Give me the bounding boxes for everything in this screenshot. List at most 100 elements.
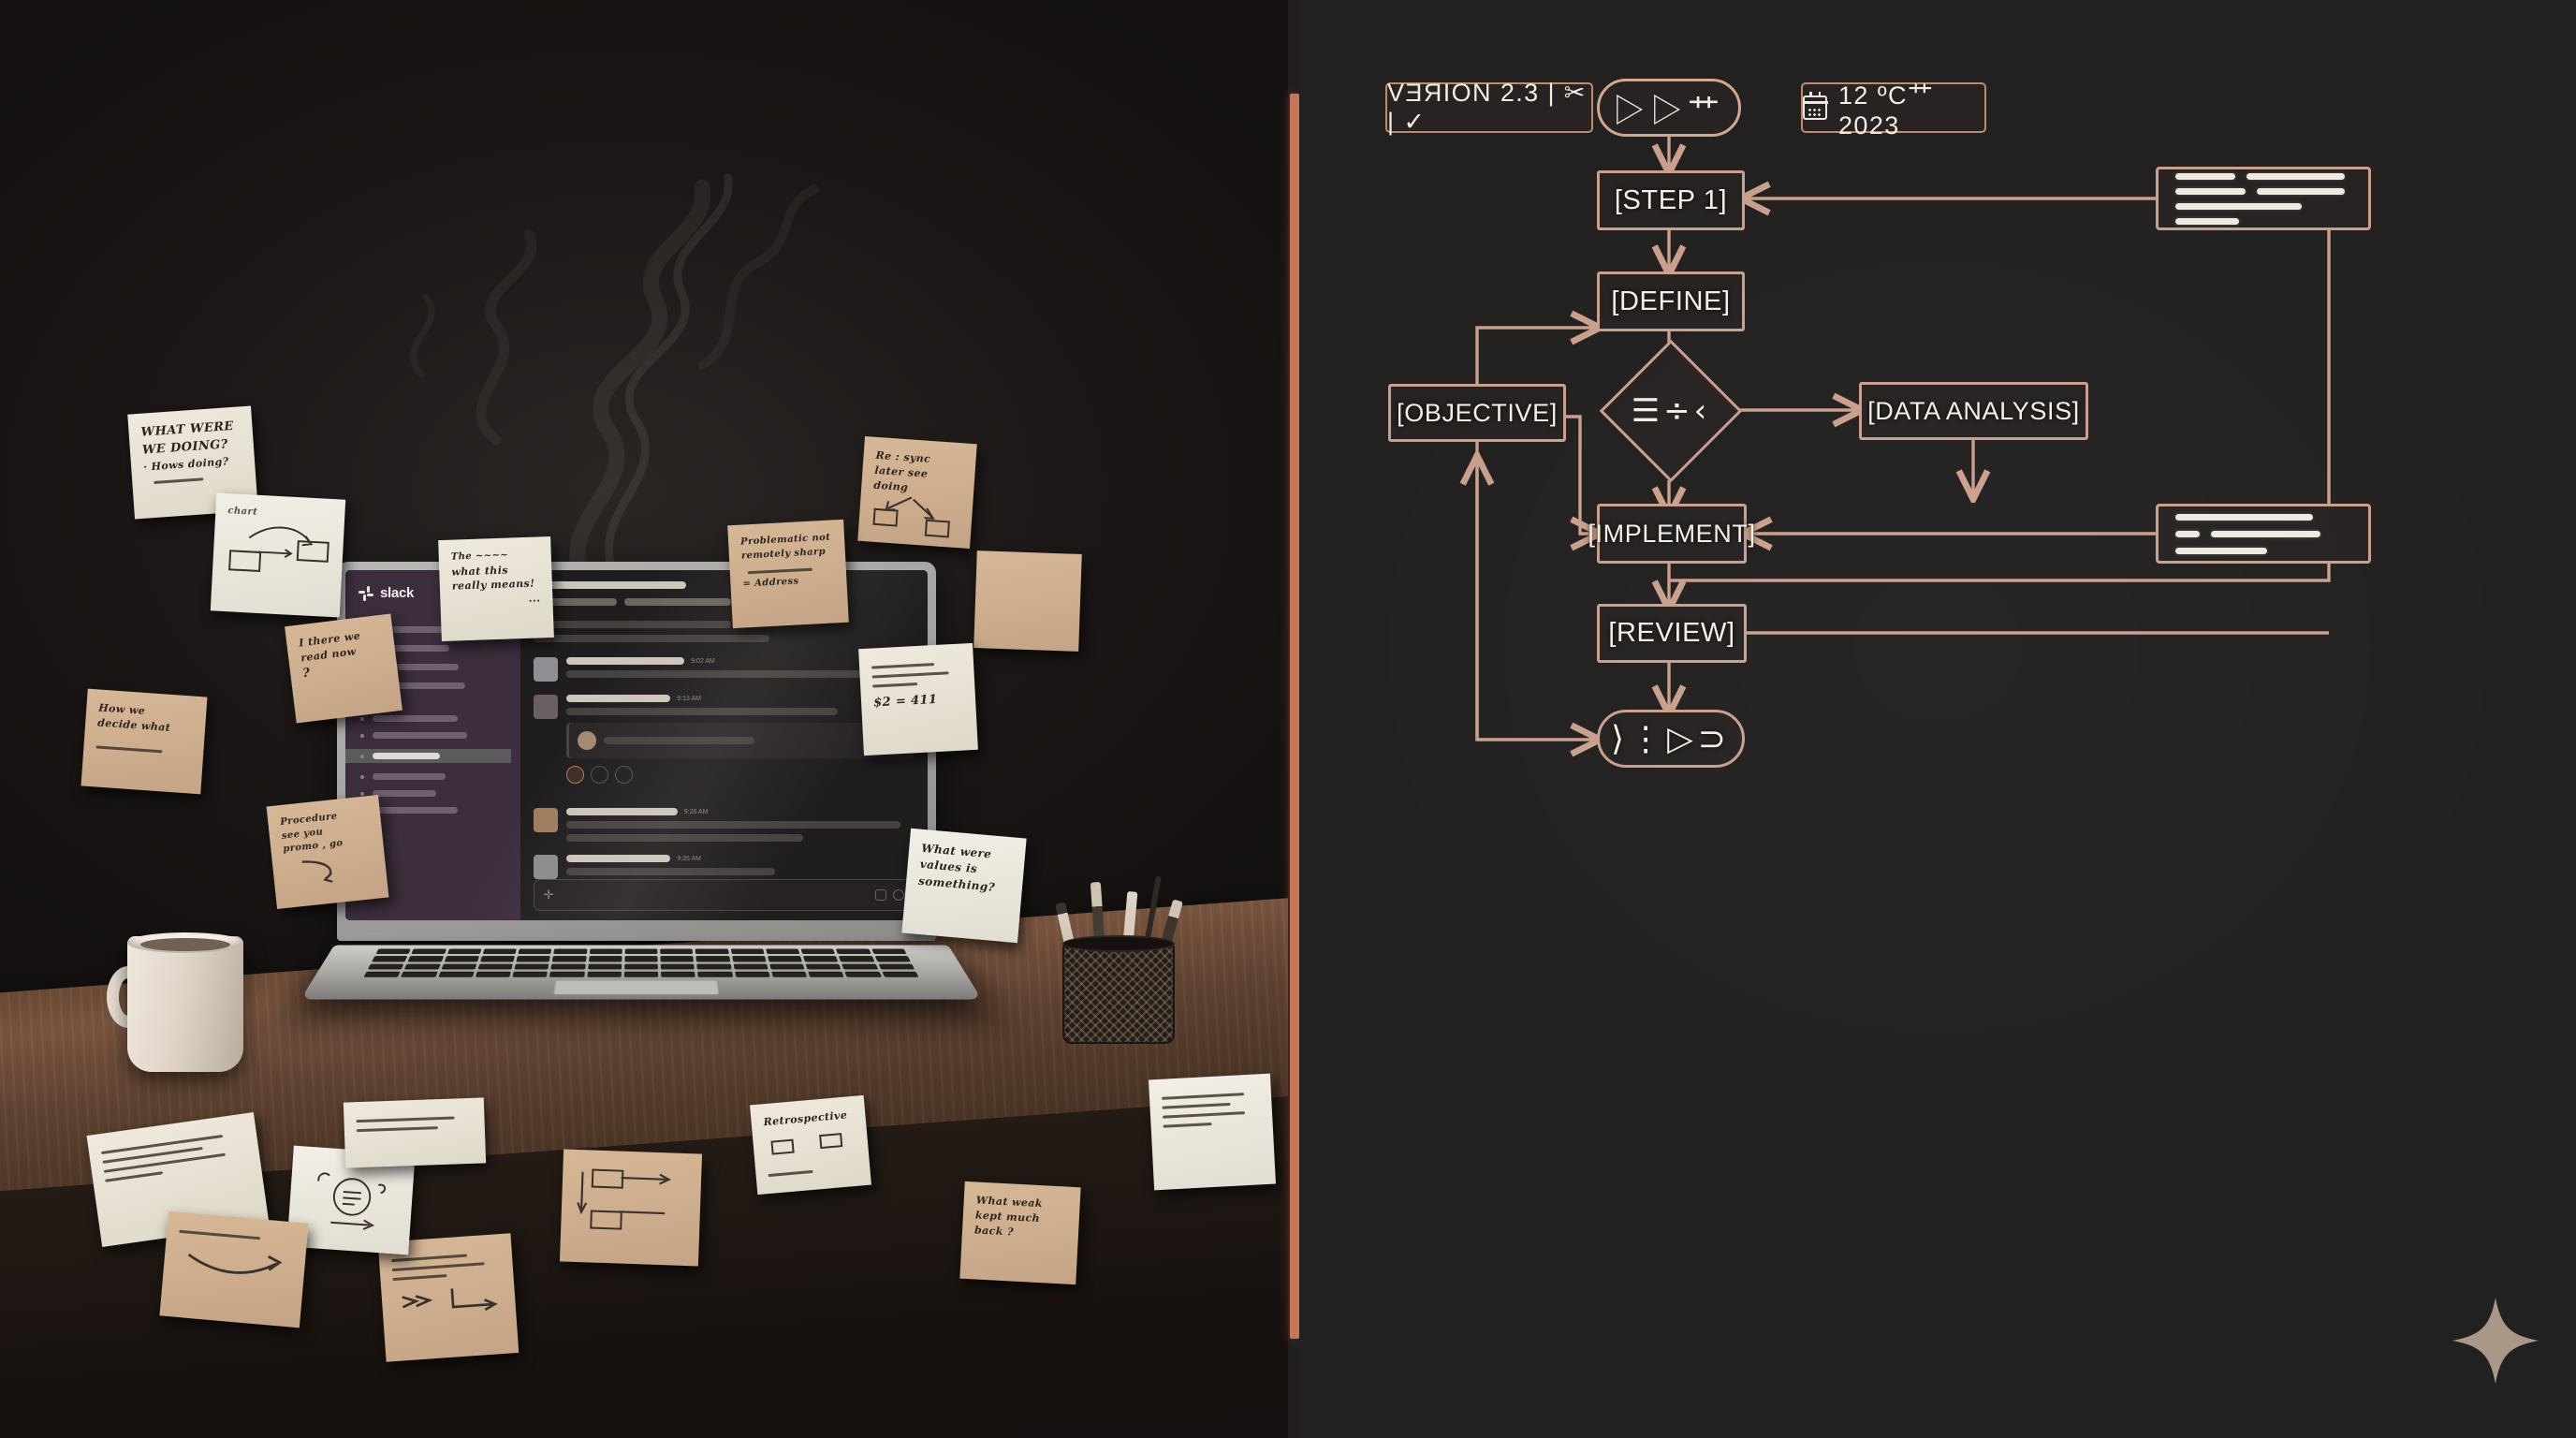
sparkle-icon xyxy=(2451,1296,2540,1386)
flowchart-connectors xyxy=(1299,131,2331,1438)
sticky-note: I there we read now ? xyxy=(285,613,402,724)
message-row: 9:35 AM xyxy=(533,855,915,879)
channel-meta xyxy=(533,598,915,606)
note-arrow-sketch xyxy=(577,1171,672,1215)
reaction-bar[interactable] xyxy=(565,766,915,784)
sticky-note: Re : sync later see doing xyxy=(857,435,977,550)
slack-logo: slack xyxy=(359,585,511,601)
trackpad xyxy=(552,979,720,995)
desk-photo-panel: slack xyxy=(0,0,1288,1438)
avatar xyxy=(533,808,558,832)
sticky-note: $2 = 411 xyxy=(858,642,978,756)
node-review[interactable]: [REVIEW] xyxy=(1597,604,1747,663)
note-line: $2 = 411 xyxy=(872,692,938,711)
mug-opening xyxy=(140,938,230,951)
sticky-note: Procedure see you promo , go xyxy=(266,795,389,909)
node-data-analysis[interactable]: [DATA ANALYSIS] xyxy=(1859,382,2088,440)
node-objective-label: [OBJECTIVE] xyxy=(1397,398,1558,427)
node-data-analysis-label: [DATA ANALYSIS] xyxy=(1867,396,2080,425)
date-chip-label: 12 ºC艹 2023 xyxy=(1838,81,1935,139)
node-decision[interactable]: ☰÷‹ xyxy=(1599,339,1743,483)
laptop: slack xyxy=(300,562,982,1049)
send-icon[interactable] xyxy=(893,889,904,901)
sticky-note xyxy=(1149,1073,1276,1191)
node-implement-label: [IMPLEMENT] xyxy=(1588,519,1756,548)
node-objective[interactable]: [OBJECTIVE] xyxy=(1388,384,1566,442)
channel-item[interactable] xyxy=(359,732,511,739)
note-line xyxy=(2175,172,2351,180)
channel-item-selected[interactable] xyxy=(345,749,511,763)
add-attachment-icon[interactable]: ✛ xyxy=(543,888,554,902)
note-line xyxy=(2175,513,2351,521)
pen-cup xyxy=(1055,875,1183,1044)
node-implement[interactable]: [IMPLEMENT] xyxy=(1588,504,1755,564)
sticky-note xyxy=(159,1211,309,1328)
avatar xyxy=(533,657,558,682)
emoji-icon[interactable] xyxy=(875,889,886,901)
version-chip-label: VƎЯIΟN 2.3 | ✂ | ✓ xyxy=(1387,79,1587,136)
channel-item[interactable] xyxy=(359,715,511,722)
version-chip[interactable]: VƎЯIΟN 2.3 | ✂ | ✓ xyxy=(1385,79,1593,136)
reaction-chip[interactable] xyxy=(614,766,633,784)
note-arrow-sketch xyxy=(301,859,333,883)
slack-logo-icon xyxy=(359,585,373,601)
slack-logo-label: slack xyxy=(380,585,415,601)
node-decision-label: ☰÷‹ xyxy=(1631,392,1711,430)
channel-item[interactable] xyxy=(359,773,511,780)
message-attachment[interactable] xyxy=(565,723,915,758)
note-line xyxy=(2175,202,2351,210)
reaction-chip[interactable] xyxy=(565,766,584,784)
date-chip[interactable]: 12 ºC艹 2023 xyxy=(1801,81,1986,139)
node-end-terminator[interactable]: ⟩⋮▷⊃ xyxy=(1597,710,1745,768)
note-line xyxy=(2175,547,2351,554)
channel-item[interactable] xyxy=(359,790,511,797)
sticky-note xyxy=(286,1145,416,1255)
channel-dot-icon xyxy=(360,774,364,779)
node-step-1-label: [STEP 1] xyxy=(1614,184,1728,215)
panel-divider xyxy=(1290,94,1299,1339)
pen-cup-mesh xyxy=(1062,943,1175,1044)
note-line: = Address xyxy=(742,576,799,590)
avatar xyxy=(533,855,558,879)
channel-dot-icon xyxy=(360,716,364,721)
sticky-note: What weak kept much back ? xyxy=(959,1181,1081,1285)
calendar-icon xyxy=(1802,92,1828,120)
coffee-mug xyxy=(107,932,260,1077)
channel-dot-icon xyxy=(360,733,364,738)
slack-message-pane[interactable]: 9:02 AM 9:13 AM xyxy=(520,570,928,920)
message-composer[interactable]: ✛ xyxy=(533,879,915,911)
note-box-top-right[interactable] xyxy=(2156,167,2371,230)
sticky-note: Retrospective xyxy=(750,1094,871,1196)
reaction-chip[interactable] xyxy=(590,766,608,784)
node-step-1[interactable]: [STEP 1] xyxy=(1597,170,1745,230)
sticky-note: The ~~~~ what this really means! ... xyxy=(438,536,554,642)
start-terminator[interactable]: ▷▷艹 xyxy=(1597,79,1741,137)
note-line xyxy=(2175,217,2351,225)
channel-item[interactable] xyxy=(359,807,511,814)
channel-title-placeholder xyxy=(533,581,686,589)
node-review-label: [REVIEW] xyxy=(1608,618,1735,648)
sticky-note xyxy=(343,1097,487,1168)
sticky-note xyxy=(559,1149,703,1267)
laptop-base xyxy=(300,945,982,1000)
pen-cup-rim xyxy=(1062,935,1175,952)
start-terminator-label: ▷▷艹 xyxy=(1613,93,1725,129)
sticky-note: How we decide what xyxy=(80,688,208,795)
note-box-bottom-right[interactable] xyxy=(2156,504,2371,564)
message-row: 9:13 AM xyxy=(533,695,915,795)
note-line: ... xyxy=(528,592,541,606)
node-define[interactable]: [DEFINE] xyxy=(1597,271,1745,331)
node-end-label: ⟩⋮▷⊃ xyxy=(1611,719,1731,757)
sticky-note: Problematic not remotely sharp = Address xyxy=(727,519,849,629)
message-row: 9:02 AM xyxy=(533,657,915,682)
sticky-note xyxy=(377,1233,520,1362)
channel-dot-icon xyxy=(360,754,364,758)
avatar xyxy=(577,731,596,750)
channel-dot-icon xyxy=(360,791,364,796)
keyboard xyxy=(363,948,919,977)
note-arrow-sketch xyxy=(248,526,314,558)
sticky-note: chart xyxy=(210,492,346,618)
message-row: 9:26 AM xyxy=(533,808,915,842)
sticky-note: What were values is something? xyxy=(901,828,1027,944)
